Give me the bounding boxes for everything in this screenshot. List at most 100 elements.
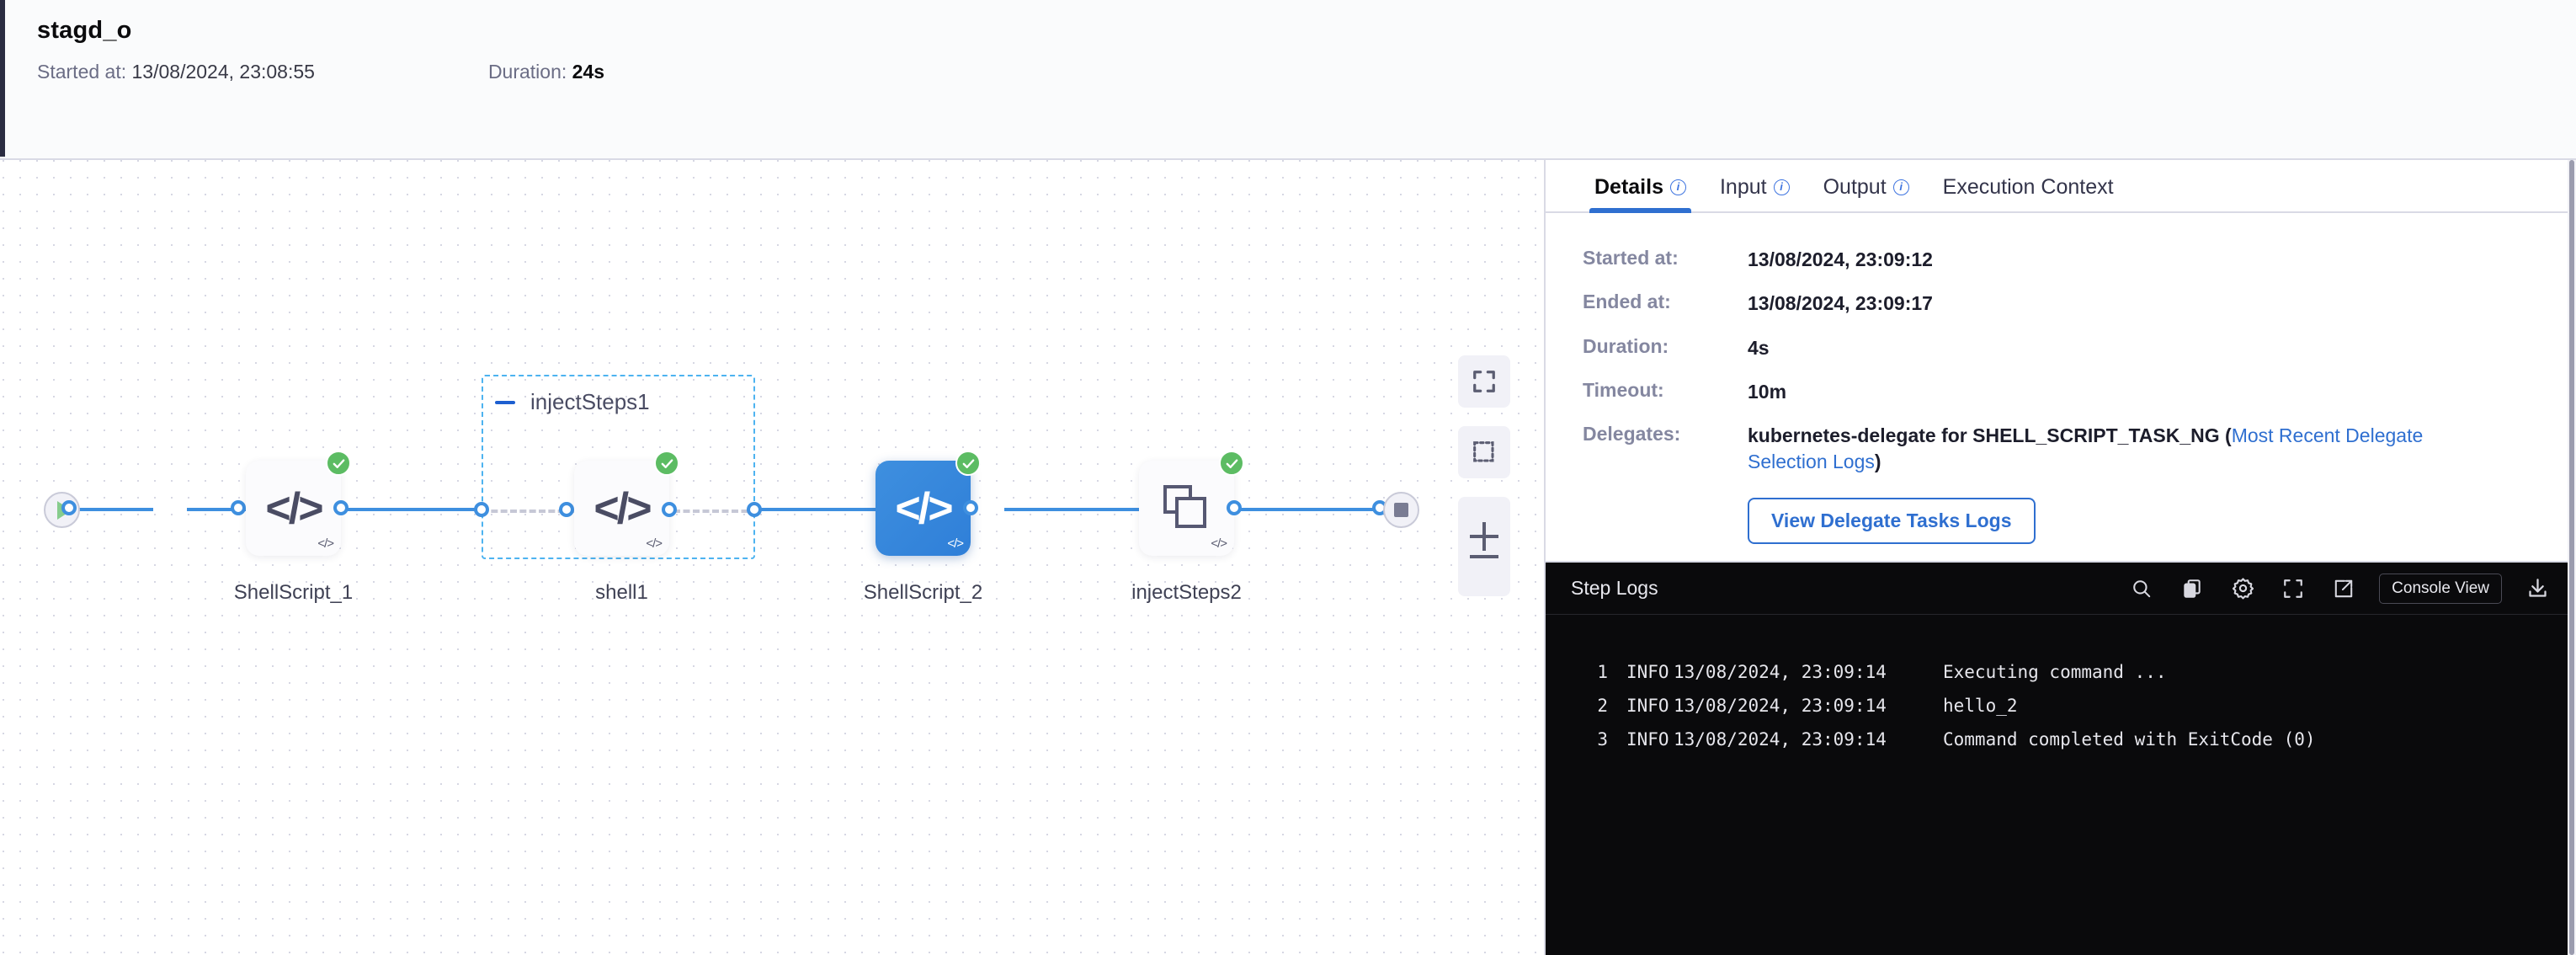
execution-header: stagd_o Started at: 13/08/2024, 23:08:55… bbox=[0, 0, 2576, 160]
delegates-text-suffix: ) bbox=[1874, 450, 1881, 472]
log-timestamp: 13/08/2024, 23:09:14 bbox=[1674, 662, 1887, 683]
log-line-number: 2 bbox=[1597, 696, 1608, 717]
step-group-header[interactable]: injectSteps1 bbox=[495, 389, 650, 415]
header-accent-bar bbox=[0, 0, 5, 157]
zoom-controls[interactable] bbox=[1458, 497, 1510, 596]
code-badge-icon: </> bbox=[1211, 536, 1227, 551]
port-shellscript1-in bbox=[231, 500, 246, 515]
duration-meta: Duration: 24s bbox=[488, 61, 604, 83]
started-at-label: Started at: bbox=[1583, 247, 1679, 269]
step-group-label: injectSteps1 bbox=[530, 389, 650, 414]
port-group-in bbox=[474, 502, 489, 517]
port-injectsteps2-out bbox=[1227, 500, 1242, 515]
ended-at-label: Ended at: bbox=[1583, 291, 1671, 313]
delegates-text-prefix: kubernetes-delegate for SHELL_SCRIPT_TAS… bbox=[1748, 424, 2232, 447]
edge-injectsteps2-to-end bbox=[1229, 508, 1376, 511]
log-level: INFO bbox=[1626, 729, 1669, 750]
duration-label: Duration: bbox=[1583, 334, 1669, 357]
info-icon[interactable]: i bbox=[1773, 179, 1790, 195]
step-detail-panel: Details i Input i Output i Execution Con… bbox=[1544, 160, 2576, 955]
header-meta: Started at: 13/08/2024, 23:08:55 Duratio… bbox=[37, 61, 604, 83]
download-icon[interactable] bbox=[2522, 574, 2552, 604]
tab-input[interactable]: Input i bbox=[1703, 175, 1807, 211]
duration-label: Duration: bbox=[487, 61, 567, 83]
copies-icon bbox=[1163, 484, 1211, 532]
code-badge-icon: </> bbox=[317, 536, 334, 551]
info-icon[interactable]: i bbox=[1892, 179, 1909, 195]
detail-row-timeout: Timeout: 10m bbox=[1583, 379, 2576, 404]
fullscreen-icon[interactable] bbox=[2278, 574, 2308, 604]
node-label-injectsteps-2: injectSteps2 bbox=[1131, 581, 1242, 604]
code-icon: </> bbox=[265, 483, 323, 533]
step-logs-tools: Console View bbox=[2126, 573, 2552, 604]
scrollbar-thumb[interactable] bbox=[2569, 160, 2574, 955]
ended-at-value: 13/08/2024, 23:09:17 bbox=[1748, 292, 1933, 315]
log-message: Executing command ... bbox=[1943, 662, 2167, 683]
tab-details[interactable]: Details i bbox=[1578, 175, 1703, 213]
pipeline-graph-canvas[interactable]: injectSteps1 </> </> bbox=[0, 160, 1544, 955]
edge-group-to-shellscript2 bbox=[753, 508, 897, 511]
tab-input-label: Input bbox=[1719, 175, 1767, 199]
node-label-shellscript-1: ShellScript_1 bbox=[233, 581, 354, 604]
log-line-number: 3 bbox=[1597, 729, 1608, 750]
pipeline-end-node[interactable] bbox=[1383, 492, 1419, 528]
started-at-value: 13/08/2024, 23:09:12 bbox=[1748, 248, 1933, 270]
tab-execution-context[interactable]: Execution Context bbox=[1926, 175, 2131, 211]
log-message: hello_2 bbox=[1943, 696, 2018, 717]
delegates-label: Delegates: bbox=[1583, 423, 1681, 445]
log-line: 3 INFO 13/08/2024, 23:09:14 Command comp… bbox=[1546, 723, 2576, 756]
code-badge-icon: </> bbox=[646, 536, 663, 551]
select-area-button[interactable] bbox=[1458, 426, 1510, 478]
edge-start-to-shellscript1 bbox=[61, 508, 153, 511]
plus-icon[interactable] bbox=[1470, 522, 1498, 551]
node-label-shellscript-2: ShellScript_2 bbox=[863, 581, 983, 604]
log-timestamp: 13/08/2024, 23:09:14 bbox=[1674, 729, 1887, 750]
log-timestamp: 13/08/2024, 23:09:14 bbox=[1674, 696, 1887, 717]
tab-output-label: Output bbox=[1823, 175, 1887, 199]
detail-tabs: Details i Input i Output i Execution Con… bbox=[1546, 160, 2576, 213]
stop-icon bbox=[1394, 503, 1408, 517]
external-link-icon[interactable] bbox=[2329, 574, 2359, 604]
code-icon: </> bbox=[895, 483, 953, 533]
port-shell1-out bbox=[662, 502, 677, 517]
info-icon[interactable]: i bbox=[1669, 179, 1686, 195]
node-label-shell1: shell1 bbox=[595, 581, 648, 604]
view-delegate-tasks-logs-button[interactable]: View Delegate Tasks Logs bbox=[1748, 498, 2036, 545]
log-line: 1 INFO 13/08/2024, 23:09:14 Executing co… bbox=[1546, 655, 2576, 689]
log-level: INFO bbox=[1626, 662, 1669, 683]
fit-to-screen-button[interactable] bbox=[1458, 355, 1510, 408]
edge-shellscript1-to-group bbox=[347, 508, 482, 511]
search-icon[interactable] bbox=[2126, 574, 2157, 604]
edge-group-out-dashed bbox=[673, 510, 758, 513]
code-icon: </> bbox=[593, 483, 652, 533]
gear-icon[interactable] bbox=[2227, 574, 2258, 604]
timeout-label: Timeout: bbox=[1583, 379, 1664, 402]
minus-icon[interactable] bbox=[1470, 555, 1498, 558]
collapse-icon[interactable] bbox=[495, 400, 515, 404]
node-shellscript-2[interactable]: </> </> bbox=[876, 451, 981, 556]
timeout-value: 10m bbox=[1748, 381, 1787, 403]
port-shellscript1-out bbox=[333, 500, 349, 515]
console-view-button[interactable]: Console View bbox=[2379, 573, 2502, 604]
most-recent-delegate-selection-logs-link[interactable]: Most Recent Delegate Selection Logs bbox=[1748, 424, 2424, 472]
details-section: Started at: 13/08/2024, 23:09:12 Ended a… bbox=[1546, 213, 2576, 545]
panel-scrollbar[interactable] bbox=[2568, 160, 2576, 955]
status-success-icon bbox=[955, 451, 981, 476]
started-at-label: Started at: bbox=[37, 61, 127, 83]
detail-row-ended-at: Ended at: 13/08/2024, 23:09:17 bbox=[1583, 291, 2576, 316]
started-at-meta: Started at: 13/08/2024, 23:08:55 bbox=[37, 61, 315, 83]
node-shellscript-1[interactable]: </> </> bbox=[246, 451, 351, 556]
tab-output[interactable]: Output i bbox=[1807, 175, 1926, 211]
started-at-value: 13/08/2024, 23:08:55 bbox=[131, 61, 315, 83]
node-shell1[interactable]: </> </> bbox=[574, 451, 679, 556]
log-line-number: 1 bbox=[1597, 662, 1608, 683]
detail-row-delegates: Delegates: kubernetes-delegate for SHELL… bbox=[1583, 423, 2576, 474]
delegates-value: kubernetes-delegate for SHELL_SCRIPT_TAS… bbox=[1748, 423, 2446, 474]
port-shellscript2-out bbox=[963, 500, 978, 515]
port-group-out bbox=[747, 502, 762, 517]
port-shell1-in bbox=[559, 502, 574, 517]
node-injectsteps-2[interactable]: </> bbox=[1139, 451, 1244, 556]
step-logs-output[interactable]: 1 INFO 13/08/2024, 23:09:14 Executing co… bbox=[1546, 615, 2576, 955]
copy-icon[interactable] bbox=[2177, 574, 2207, 604]
step-group-injectsteps1[interactable] bbox=[482, 375, 755, 559]
